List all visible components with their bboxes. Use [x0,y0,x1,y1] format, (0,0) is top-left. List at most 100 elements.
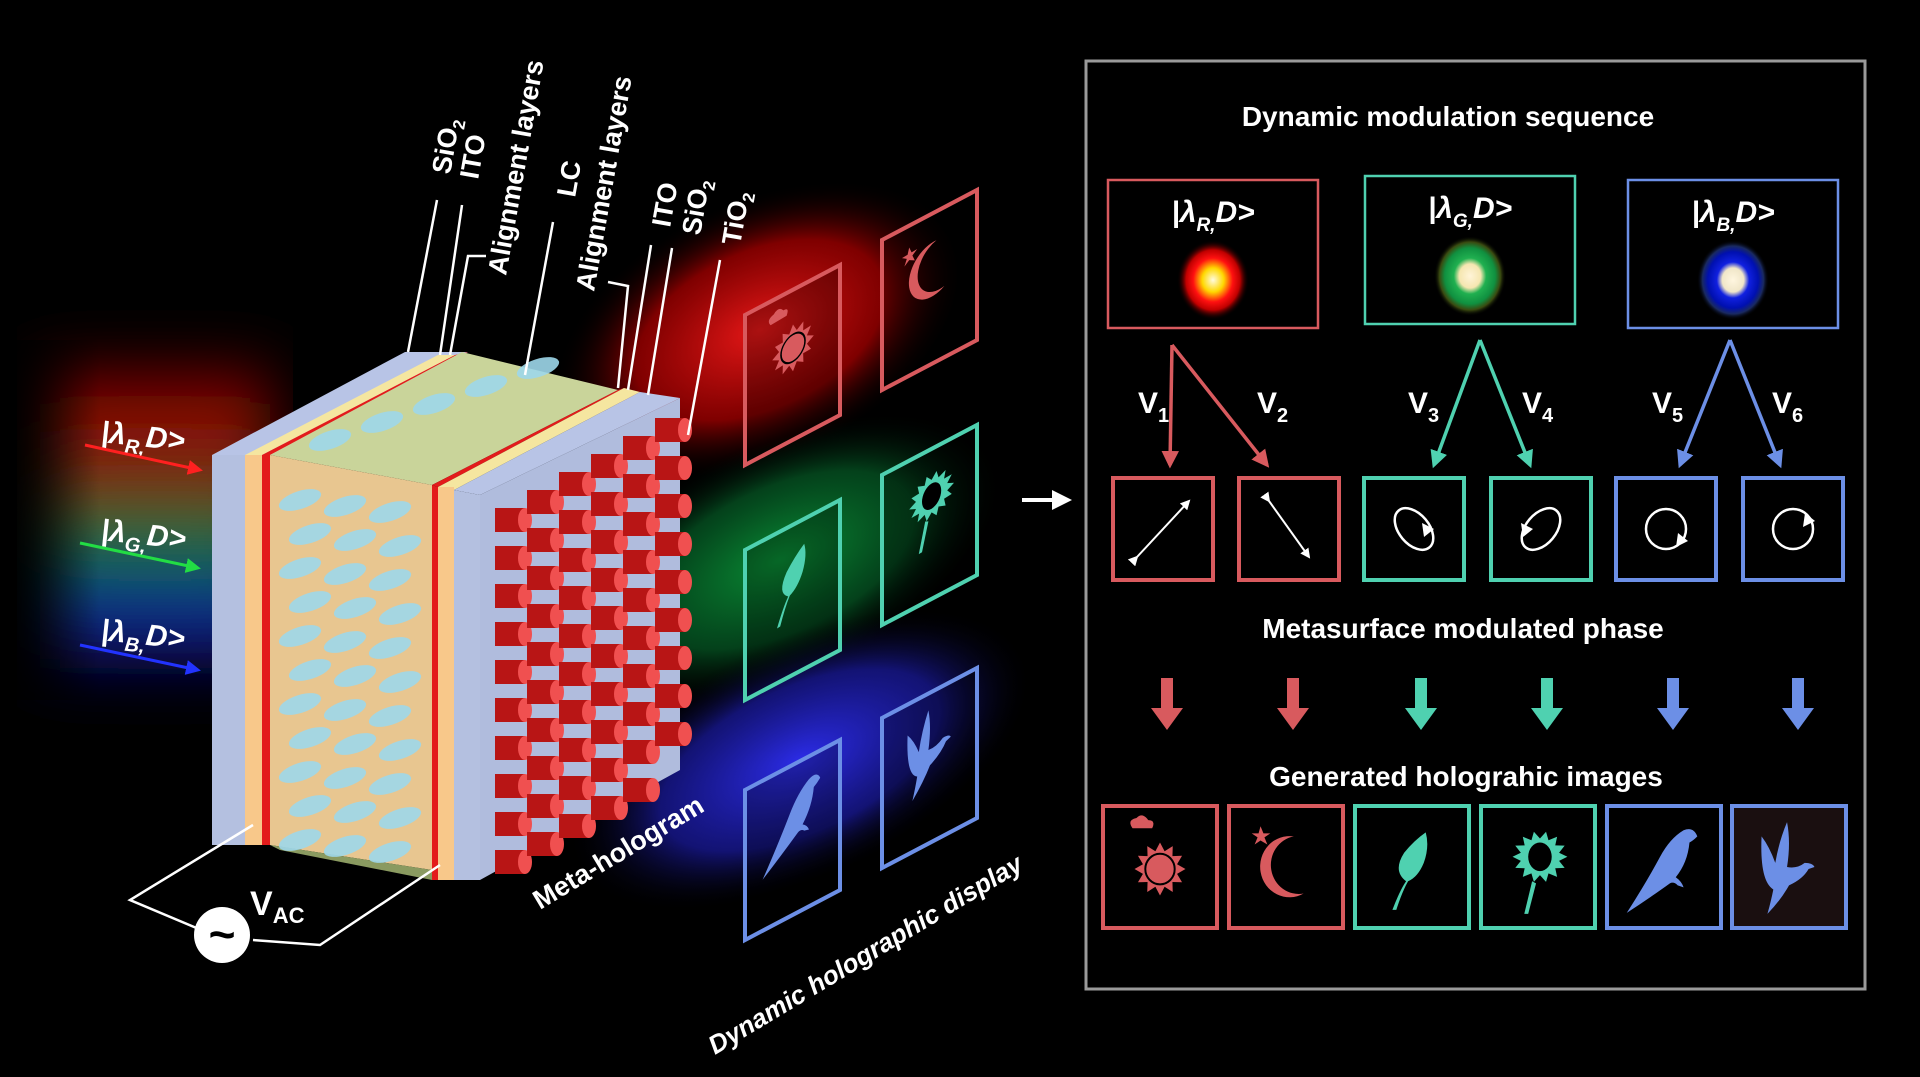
polarization-box-elliptical-left [1362,476,1466,582]
alignment-left [262,455,270,845]
lc-molecule [368,569,412,591]
lc-molecules [278,357,560,863]
state-label: |λG,D> [1428,192,1512,232]
voltage-label-1: V1 [1138,387,1169,427]
state-box-blue: |λB,D> [1626,178,1840,330]
phase-title: Metasurface modulated phase [1262,613,1663,644]
polarization-box-elliptical-right [1489,476,1593,582]
display-panel-parrot [743,736,842,944]
polarization-box-circular-right [1741,476,1845,582]
lc-device [212,352,692,880]
lc-molecule [516,357,560,379]
down-arrow-icon [1151,678,1183,730]
state-box-red: |λR,D> [1106,178,1320,330]
lc-molecule [278,557,322,579]
input-state-boxes: |λR,D> |λG,D> |λB,D> [1106,174,1840,330]
state-label: |λR,D> [1171,196,1254,236]
generated-image-sunflower [1479,804,1597,930]
cloud-icon [1130,815,1154,829]
display-panel-dove [880,664,979,872]
lc-molecule [288,591,332,613]
voltage-label-3: V3 [1408,387,1439,427]
bud-icon [777,543,806,629]
down-arrow-icon [1782,678,1814,730]
lc-molecule [368,501,412,523]
star-icon [1251,826,1271,845]
voltage-branch-arrow [1430,339,1482,469]
phase-down-arrows [1151,678,1814,730]
voltage-branch-arrow [1677,339,1732,469]
circuit-wire-left [127,823,254,942]
generated-image-parrot [1605,804,1723,930]
display-panel-moon-star [880,186,979,394]
generated-image-moon-star [1227,804,1345,930]
tio2-pillars [495,418,692,874]
sio2-left [212,455,245,845]
ito-right [438,487,454,880]
linear-polarization-icon [1260,491,1311,559]
sun-icon [1134,842,1186,896]
down-arrow-icon [1531,678,1563,730]
circular-polarization-icon [1644,507,1688,551]
layer-label-ito-left: ITO [454,132,491,181]
lc-molecule [368,637,412,659]
dove-icon [1761,822,1815,914]
lc-molecule [323,631,367,653]
panel-title: Dynamic modulation sequence [1242,101,1654,132]
lc-molecule [333,733,377,755]
voltage-branch-arrow [1728,339,1783,469]
generated-image-dove [1730,804,1848,930]
lc-molecule [323,767,367,789]
lc-molecule [288,523,332,545]
polarization-box-circular-left [1614,476,1718,582]
lc-molecule [378,739,422,761]
parrot-icon [762,774,821,880]
lc-molecule [308,429,352,451]
lc-molecule [333,801,377,823]
sio2-right [454,490,480,880]
layer-label-alignment-left: Alignment layers [482,58,549,277]
lc-molecule [278,829,322,851]
dove-icon [907,710,951,802]
lc-molecule [278,693,322,715]
lc-molecule [464,375,508,397]
lc-molecule [288,795,332,817]
generated-image-sun-cloud [1101,804,1219,930]
input-red: |λR,D> [84,416,203,475]
lc-molecule [368,773,412,795]
input-blue-label: |λB,D> [99,614,187,662]
voltage-branch-arrow [1170,343,1270,468]
lc-molecule [368,705,412,727]
vac-label: VAC [250,885,305,928]
beam-spot [1697,240,1769,320]
linear-polarization-icon [1127,499,1191,567]
ac-source-icon [194,907,250,963]
state-label: |λB,D> [1691,196,1774,236]
voltage-label-6: V6 [1772,387,1803,427]
lc-molecule [278,489,322,511]
star-icon [902,247,918,267]
elliptical-polarization-icon [1520,506,1562,552]
input-green: |λG,D> [79,514,201,573]
beam-spot [1434,236,1506,316]
input-green-arrow [79,541,201,573]
lc-molecule [368,841,412,863]
elliptical-polarization-icon [1393,506,1435,552]
lc-top [270,352,618,485]
input-blue: |λB,D> [79,614,201,675]
lc-molecule [278,625,322,647]
down-arrow-icon [1657,678,1689,730]
generated-image-boxes [1101,804,1848,930]
ac-tilde-glyph: ~ [209,908,236,960]
moon-icon [1260,836,1304,898]
cloud-icon [768,308,788,326]
display-panel-sun-cloud [743,261,842,469]
ito-left [245,455,262,845]
lc-molecule [378,603,422,625]
lc-molecule [333,665,377,687]
voltage-branch-arrow [1478,339,1533,469]
images-title: Generated holograhic images [1269,761,1663,792]
state-box-green: |λG,D> [1363,174,1577,326]
voltage-branch-arrow [1161,344,1179,469]
